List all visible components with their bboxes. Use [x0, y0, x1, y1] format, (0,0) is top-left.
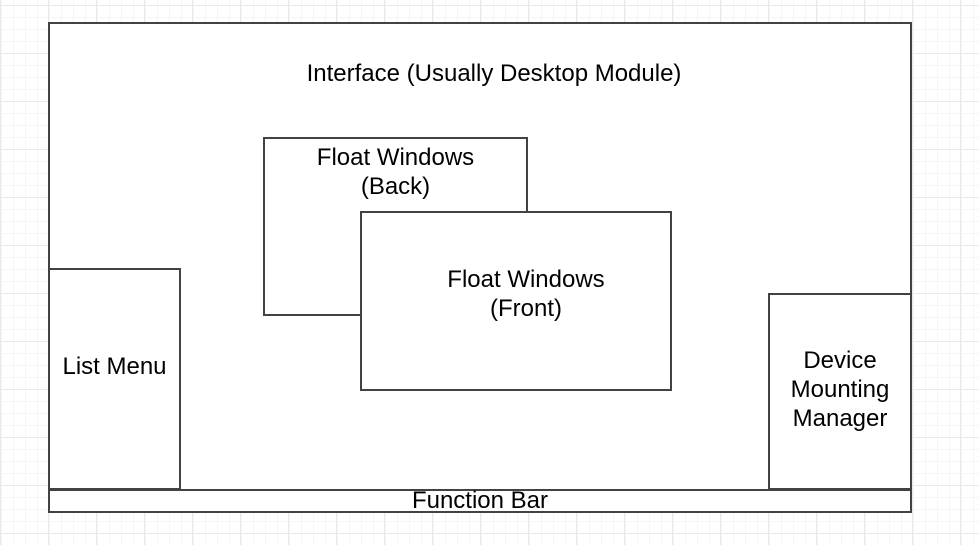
device-mounting-manager-label-line1: Device: [803, 347, 877, 374]
device-mounting-manager-label-line3: Manager: [792, 405, 888, 432]
float-windows-front-label-line2: (Front): [490, 295, 562, 322]
device-mounting-manager-label-line2: Mounting: [790, 376, 890, 403]
function-bar: Function Bar: [48, 489, 912, 513]
list-menu-label: List Menu: [62, 353, 167, 380]
float-windows-back-label-line2: (Back): [360, 173, 431, 200]
float-windows-back-label-line1: Float Windows: [316, 144, 475, 171]
function-bar-label: Function Bar: [411, 487, 549, 514]
list-menu-box: List Menu: [48, 268, 181, 490]
interface-box-label: Interface (Usually Desktop Module): [306, 60, 682, 87]
float-windows-front-box: Float Windows (Front): [360, 211, 672, 391]
device-mounting-manager-box: Device Mounting Manager: [768, 293, 912, 490]
float-windows-front-label-line1: Float Windows: [447, 266, 605, 293]
